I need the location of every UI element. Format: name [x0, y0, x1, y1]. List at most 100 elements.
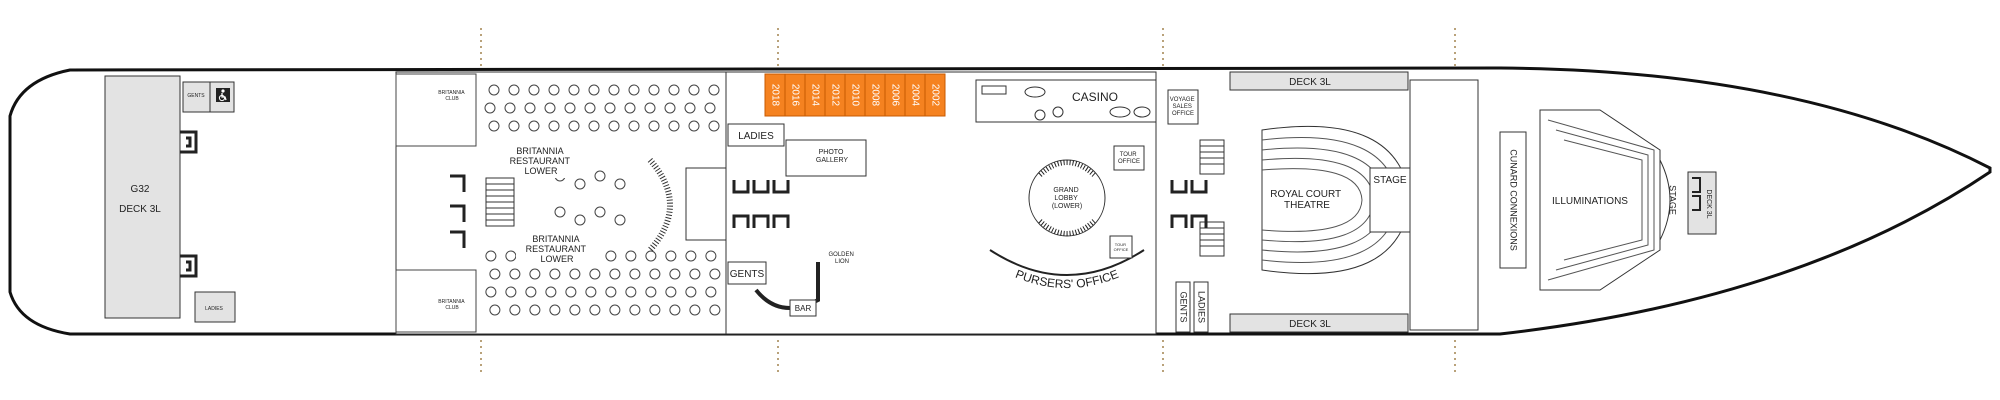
restaurant-table	[605, 250, 617, 262]
restaurant-table	[685, 286, 697, 298]
restaurant-table	[645, 286, 657, 298]
cabin-number: 2008	[869, 84, 880, 107]
restaurant-table	[589, 268, 601, 280]
svg-text:BRITANNIA RESTAURANT: BRITANNIA RESTAURANT LOWER	[510, 146, 573, 176]
restaurant-table	[529, 304, 541, 316]
restaurant-table	[549, 268, 561, 280]
restaurant-table	[569, 304, 581, 316]
restaurant-table	[554, 206, 566, 218]
theatre-backstage	[1409, 79, 1479, 331]
tour-office-small-room	[1109, 235, 1133, 259]
theatre-elevators	[1170, 180, 1208, 228]
restaurant-table	[574, 214, 586, 226]
restaurant-table	[669, 304, 681, 316]
grand-lobby-label: GRAND LOBBY (LOWER)	[1052, 187, 1082, 210]
accessible-icon	[216, 88, 230, 102]
restaurant-table	[628, 84, 640, 96]
aft-lobby-deck: DECK 3L	[119, 204, 161, 215]
restaurant-table	[689, 304, 701, 316]
gents-fwd-label: GENTS	[1179, 291, 1189, 322]
restaurant-table	[665, 250, 677, 262]
restaurant-table	[594, 170, 606, 182]
royal-court-stage-label: STAGE	[1373, 175, 1406, 186]
tour-office-room	[1113, 145, 1145, 171]
restaurant-table	[568, 120, 580, 132]
voyage-sales-room	[1167, 89, 1199, 125]
cunard-connexions-label: CUNARD CONNEXIONS	[1509, 149, 1519, 251]
restaurant-table	[488, 84, 500, 96]
restaurant-table	[609, 268, 621, 280]
restaurant-table	[564, 102, 576, 114]
bar-label: BAR	[795, 304, 812, 313]
restaurant-table	[688, 84, 700, 96]
restaurant-table	[704, 102, 716, 114]
restaurant-table	[574, 178, 586, 190]
restaurant-table	[684, 102, 696, 114]
cabin-number: 2006	[889, 84, 900, 107]
restaurant-elevators	[450, 174, 466, 248]
restaurant-table	[608, 84, 620, 96]
ladies-fwd-label: LADIES	[1197, 291, 1207, 323]
restaurant-table	[649, 268, 661, 280]
restaurant-table	[608, 120, 620, 132]
restaurant-table	[509, 268, 521, 280]
bottom-corridor-label: DECK 3L	[1289, 319, 1331, 330]
restaurant-table	[649, 304, 661, 316]
restaurant-table	[668, 84, 680, 96]
gents-fwd-room	[1175, 281, 1191, 333]
golden-lion-bar-counter	[754, 262, 820, 310]
cabin-number: 2004	[909, 84, 920, 107]
top-corridor	[1229, 71, 1409, 91]
restaurant-table	[625, 286, 637, 298]
restaurant-table	[669, 268, 681, 280]
restaurant-table	[548, 120, 560, 132]
restaurant-table	[614, 214, 626, 226]
restaurant-table	[665, 286, 677, 298]
grand-lobby: GRAND LOBBY (LOWER)	[1028, 159, 1106, 237]
restaurant-table	[588, 120, 600, 132]
restaurant-table	[488, 120, 500, 132]
restaurant-table	[625, 250, 637, 262]
stairs-icon	[485, 177, 515, 227]
cabin-number: 2018	[769, 84, 780, 107]
voyage-sales-label: VOYAGE SALES OFFICE	[1170, 97, 1197, 117]
ladies-fwd-room	[1193, 281, 1209, 333]
restaurant-table	[648, 84, 660, 96]
gents-main-room	[727, 261, 767, 285]
restaurant-table	[648, 120, 660, 132]
restaurant-table	[705, 286, 717, 298]
restaurant-table	[708, 120, 720, 132]
restaurant-table	[545, 286, 557, 298]
restaurant-table	[489, 304, 501, 316]
frame-markers	[480, 28, 1456, 372]
britannia-lower-label: BRITANNIA RESTAURANT LOWER	[516, 234, 598, 266]
top-corridor-label: DECK 3L	[1289, 77, 1331, 88]
restaurant-table	[664, 102, 676, 114]
restaurant-table	[508, 84, 520, 96]
theatre-stairs	[1199, 139, 1225, 257]
restaurant-staircase-curve	[647, 158, 673, 252]
restaurant-table	[709, 304, 721, 316]
illuminations-label: ILLUMINATIONS	[1552, 196, 1628, 207]
cabin-2002[interactable]	[924, 73, 946, 117]
elevator-icon	[180, 130, 198, 278]
restaurant-table	[544, 102, 556, 114]
restaurant-table	[688, 120, 700, 132]
restaurant-table	[709, 268, 721, 280]
casino-label: CASINO	[1072, 90, 1118, 104]
restaurant-table	[569, 268, 581, 280]
photo-gallery-room	[785, 139, 867, 177]
restaurant-table	[505, 250, 517, 262]
restaurant-table	[645, 250, 657, 262]
cabin-number: 2010	[849, 84, 860, 107]
cunard-connexions-room	[1499, 131, 1527, 269]
restaurant-table	[668, 120, 680, 132]
restaurant-table	[529, 268, 541, 280]
restaurant-table	[525, 286, 537, 298]
bow-stair-block	[1687, 171, 1717, 235]
restaurant-table	[628, 120, 640, 132]
restaurant-table	[508, 120, 520, 132]
restaurant-table	[614, 178, 626, 190]
restaurant-table	[708, 84, 720, 96]
